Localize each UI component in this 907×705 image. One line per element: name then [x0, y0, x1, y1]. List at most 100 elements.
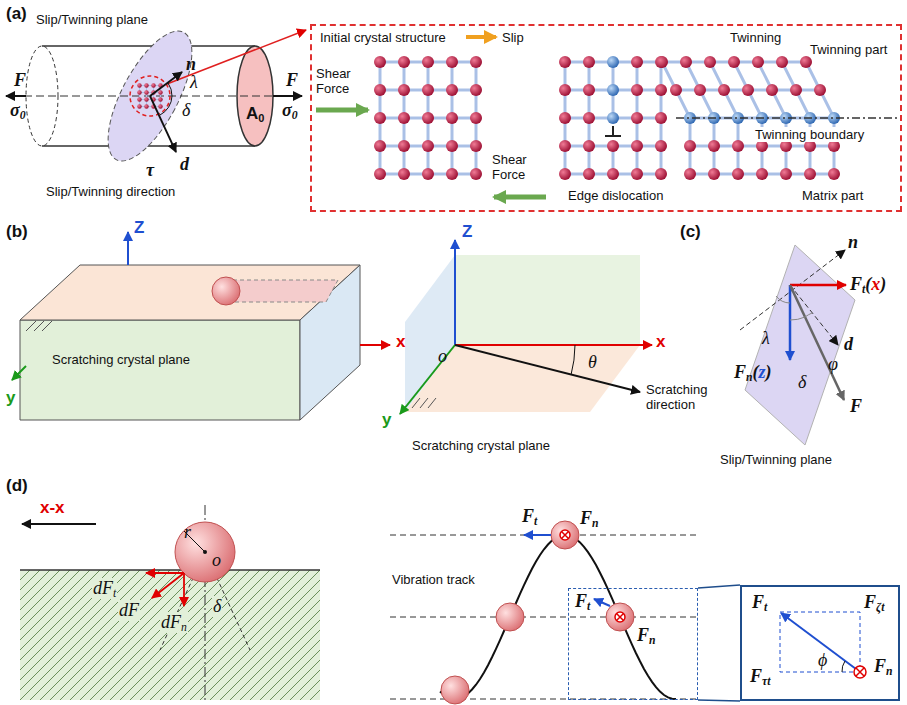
node-text: Fn [874, 656, 893, 677]
label: (b) [6, 222, 28, 242]
label: d [180, 154, 189, 175]
panel-a-cylinder [160, 96, 172, 115]
crystal-lattices [565, 62, 661, 174]
crystal-lattices [718, 84, 730, 96]
vibration-track [562, 532, 569, 539]
vibration-track [440, 535, 676, 699]
vibration-track [606, 603, 634, 631]
crystal-lattices [559, 168, 571, 180]
crystal-lattices [446, 112, 458, 124]
crystal-lattices [398, 168, 410, 180]
crystal-lattices [398, 112, 410, 124]
label: r [184, 522, 191, 543]
label: Ft [522, 506, 537, 527]
crystal-lattices [732, 168, 744, 180]
panel-a-cylinder [24, 96, 292, 97]
vibration-track [615, 612, 625, 622]
panel-b-axes [571, 345, 575, 375]
crystal-lattices [776, 56, 788, 68]
panel-d-indentation [20, 569, 320, 571]
node-text: Shear Force [492, 152, 548, 182]
node-text: ϕ [818, 650, 827, 671]
node-text: Fτt [750, 666, 770, 687]
crystal-lattices [790, 84, 802, 96]
panel-a-cylinder [144, 90, 148, 94]
force-decomposition [780, 612, 860, 672]
panel-c-forces [789, 285, 792, 360]
label: Slip/Twinning direction [46, 184, 175, 199]
force-decomposition [856, 668, 864, 676]
label: Z [462, 222, 472, 242]
crystal-lattices [607, 140, 619, 152]
panel-a-cylinder [144, 104, 148, 108]
crystal-lattices [800, 56, 812, 68]
crystal-lattices [422, 84, 434, 96]
panel-b-axes [454, 240, 456, 345]
label: Slip/Twinning plane [36, 12, 148, 27]
panel-c-forces [776, 296, 790, 303]
label: F [286, 70, 298, 91]
crystal-lattices [655, 168, 667, 180]
panel-b-block [34, 321, 44, 331]
label: x [656, 332, 665, 352]
crystal-lattices [374, 56, 482, 180]
decomposition-box: FtFζtϕFτtFn [740, 585, 900, 701]
crystal-lattices [559, 56, 571, 68]
crystal-lattices [583, 56, 595, 68]
crystal-lattices [374, 84, 386, 96]
label: Scratching crystal plane [412, 438, 550, 453]
panel-b-axes [455, 345, 640, 392]
crystal-lattices [583, 84, 595, 96]
crystal-lattices [780, 168, 792, 180]
label: x-x [40, 498, 65, 518]
node-text: Matrix part [802, 188, 863, 203]
panel-b-axes [455, 344, 652, 346]
crystal-lattices [398, 84, 410, 96]
crystal-lattices [684, 168, 696, 180]
panel-a-cylinder [6, 95, 26, 97]
label: F [14, 70, 26, 91]
panel-b-axes [412, 398, 420, 408]
panel-b-axes [400, 240, 652, 414]
crystal-lattices [684, 140, 696, 152]
lattice-annotations [466, 35, 496, 39]
panel-a-cylinder [137, 104, 141, 108]
panel-c-forces [790, 284, 846, 287]
label: n [186, 54, 196, 75]
node-text: Ft [752, 592, 767, 613]
label: (d) [6, 476, 28, 496]
crystal-lattices [559, 84, 571, 96]
crystal-lattices [607, 84, 619, 96]
crystal-lattices [470, 84, 482, 96]
crystal-lattices [631, 140, 643, 152]
panel-b-axes [428, 398, 436, 408]
panel-b-block [12, 232, 390, 420]
label: x [396, 332, 405, 352]
label: y [6, 388, 15, 408]
panel-b-block [20, 320, 300, 420]
label: φ [828, 354, 838, 375]
label: dF [118, 600, 140, 621]
force-decomposition [780, 612, 866, 678]
crystal-lattices [655, 140, 667, 152]
force-decomposition [854, 666, 866, 678]
label: n [848, 232, 858, 253]
panel-d-indentation [146, 572, 184, 574]
crystal-lattices [670, 84, 682, 96]
vibration-track [496, 603, 524, 631]
crystal-lattices [655, 84, 667, 96]
crystal-lattices [631, 56, 643, 68]
node-text: Twinning part [810, 42, 887, 57]
crystal-lattices [583, 140, 595, 152]
node-text: Slip [502, 30, 524, 45]
crystal-lattices [374, 168, 386, 180]
crystal-lattices [470, 56, 482, 68]
panel-d-indentation [183, 573, 185, 606]
zoom-box: Initial crystal structureSlipTwinningShe… [310, 24, 902, 212]
panel-d-indentation [20, 570, 320, 700]
crystal-lattices [380, 62, 476, 174]
crystal-lattices [583, 112, 595, 124]
panel-b-axes [400, 345, 455, 414]
panel-a-cylinder [6, 19, 306, 172]
crystal-lattices [732, 140, 744, 152]
